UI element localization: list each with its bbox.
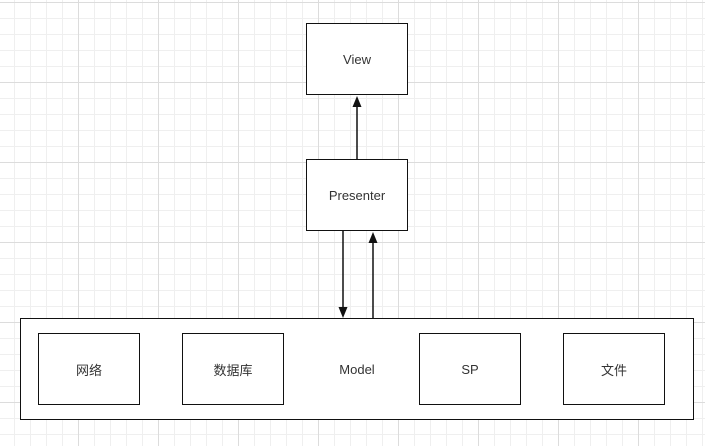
- model-item-database: 数据库: [182, 333, 284, 405]
- model-item-label: SP: [461, 361, 479, 377]
- presenter-node: Presenter: [306, 159, 408, 231]
- model-item-network: 网络: [38, 333, 140, 405]
- arrow-presenter-to-model: [338, 231, 348, 318]
- model-item-label: 网络: [75, 362, 102, 378]
- arrow-presenter-to-view: [352, 96, 362, 159]
- model-item-label: 数据库: [213, 362, 253, 378]
- model-label: Model: [300, 355, 414, 383]
- view-label: View: [343, 51, 371, 67]
- model-item-sp: SP: [419, 333, 521, 405]
- model-label-text: Model: [339, 361, 375, 377]
- arrow-model-to-presenter: [368, 232, 378, 318]
- model-item-label: 文件: [600, 362, 627, 378]
- view-node: View: [306, 23, 408, 95]
- model-item-file: 文件: [563, 333, 665, 405]
- presenter-label: Presenter: [328, 187, 386, 203]
